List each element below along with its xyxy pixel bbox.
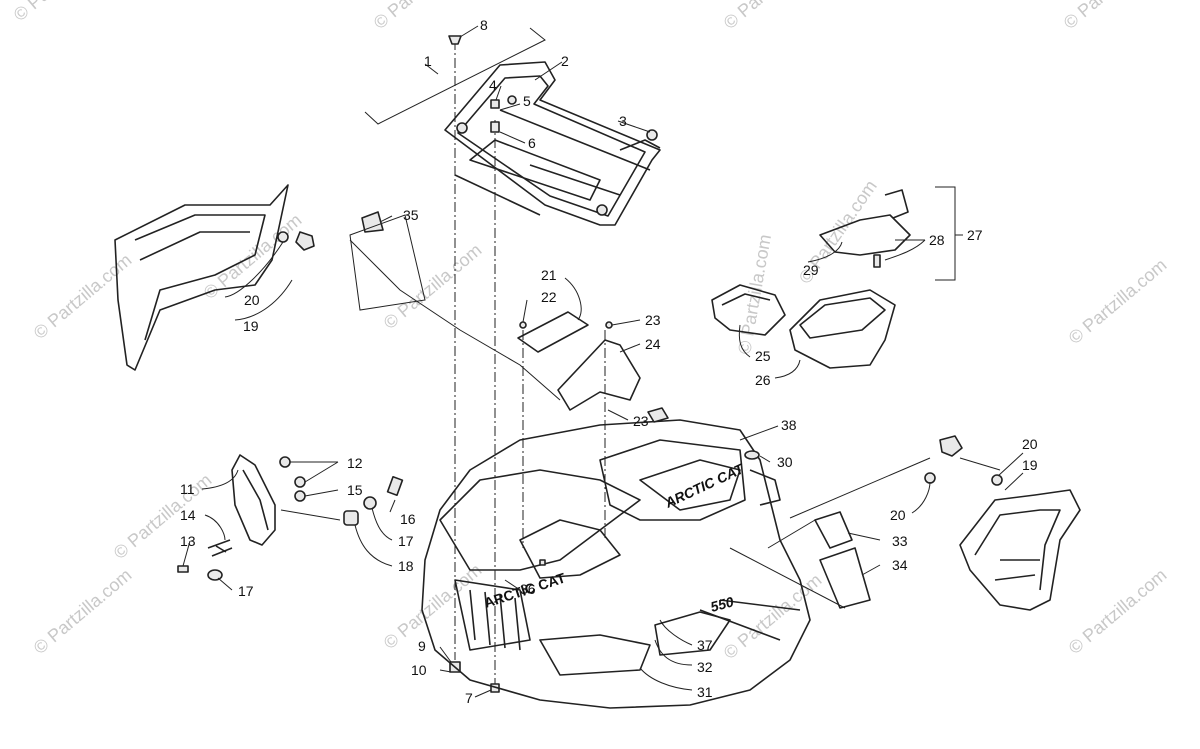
callout-20: 20: [244, 292, 260, 308]
watermark: © Partzilla.com: [30, 565, 136, 658]
callout-24: 24: [645, 336, 661, 352]
watermark: © Partzilla.com: [720, 0, 826, 33]
spacer-6: [490, 121, 500, 133]
watermark: © Partzilla.com: [734, 233, 775, 356]
callout-31: 31: [697, 684, 713, 700]
callout-15: 15: [347, 482, 363, 498]
callout-3: 3: [619, 113, 627, 129]
callout-10: 10: [411, 662, 427, 678]
bracket-27: [935, 186, 956, 281]
watermark: © Partzilla.com: [1060, 0, 1166, 33]
callout-26: 26: [755, 372, 771, 388]
callout-5: 5: [523, 93, 531, 109]
callout-11: 11: [180, 481, 195, 497]
decal-34: [819, 547, 871, 609]
front-rack: [444, 61, 661, 226]
callout-20: 20: [890, 507, 906, 523]
bolt-8: [448, 35, 462, 45]
callout-16: 16: [400, 511, 416, 527]
front-body: [421, 419, 811, 709]
callout-20: 20: [1022, 436, 1038, 452]
rack-bracket: [364, 27, 546, 125]
callout-23: 23: [633, 413, 649, 429]
decal-38: [647, 407, 669, 423]
callout-32: 32: [697, 659, 713, 675]
leader-lines: [182, 25, 1024, 698]
callout-1: 1: [424, 53, 432, 69]
watermark: © Partzilla.com: [370, 0, 476, 33]
right-fender: [924, 435, 1081, 611]
outline: [349, 214, 426, 311]
callout-17: 17: [398, 533, 414, 549]
side-badge-text: 550: [709, 593, 736, 615]
callout-27: 27: [967, 227, 983, 243]
watermark: © Partzilla.com: [110, 470, 216, 563]
callout-22: 22: [541, 289, 557, 305]
plug-30: [744, 450, 760, 460]
callout-12: 12: [347, 455, 363, 471]
callout-36: 36: [520, 581, 536, 597]
watermark: © Partzilla.com: [10, 0, 116, 25]
decal-33: [814, 511, 853, 549]
watermark: © Partzilla.com: [1065, 565, 1171, 658]
watermark: © Partzilla.com: [380, 240, 486, 333]
left-fender: [114, 184, 315, 371]
callout-33: 33: [892, 533, 908, 549]
callout-labels: 1 2 3 4 5 6 7 8 9 10 11 12 13 14 15 16 1…: [180, 17, 1038, 706]
callout-4: 4: [489, 77, 497, 93]
callout-2: 2: [561, 53, 569, 69]
callout-18: 18: [398, 558, 414, 574]
callout-34: 34: [892, 557, 908, 573]
callout-30: 30: [777, 454, 793, 470]
storage-box: [711, 189, 911, 369]
callout-6: 6: [528, 135, 536, 151]
headlight: [177, 454, 404, 581]
screw-23: [605, 321, 613, 329]
callout-13: 13: [180, 533, 196, 549]
callout-25: 25: [755, 348, 771, 364]
callout-9: 9: [418, 638, 426, 654]
callout-14: 14: [180, 507, 196, 523]
callout-21: 21: [541, 267, 557, 283]
watermark: © Partzilla.com: [30, 250, 136, 343]
watermark: © Partzilla.com: [1065, 255, 1171, 348]
callout-37: 37: [697, 637, 713, 653]
decal-35: [361, 211, 384, 233]
callout-19: 19: [1022, 457, 1038, 473]
callout-7: 7: [465, 690, 473, 706]
callout-38: 38: [781, 417, 797, 433]
plate-21: [517, 311, 589, 353]
bolt-4: [490, 99, 500, 109]
screw-22: [519, 321, 527, 329]
callout-19: 19: [243, 318, 259, 334]
callout-35: 35: [403, 207, 419, 223]
callout-17: 17: [238, 583, 254, 599]
bracket-24: [557, 339, 641, 411]
callout-28: 28: [929, 232, 945, 248]
watermark: © Partzilla.com: [380, 560, 486, 653]
callout-23: 23: [645, 312, 661, 328]
outline-line: [349, 239, 561, 401]
callout-8: 8: [480, 17, 488, 33]
callout-29: 29: [803, 262, 819, 278]
